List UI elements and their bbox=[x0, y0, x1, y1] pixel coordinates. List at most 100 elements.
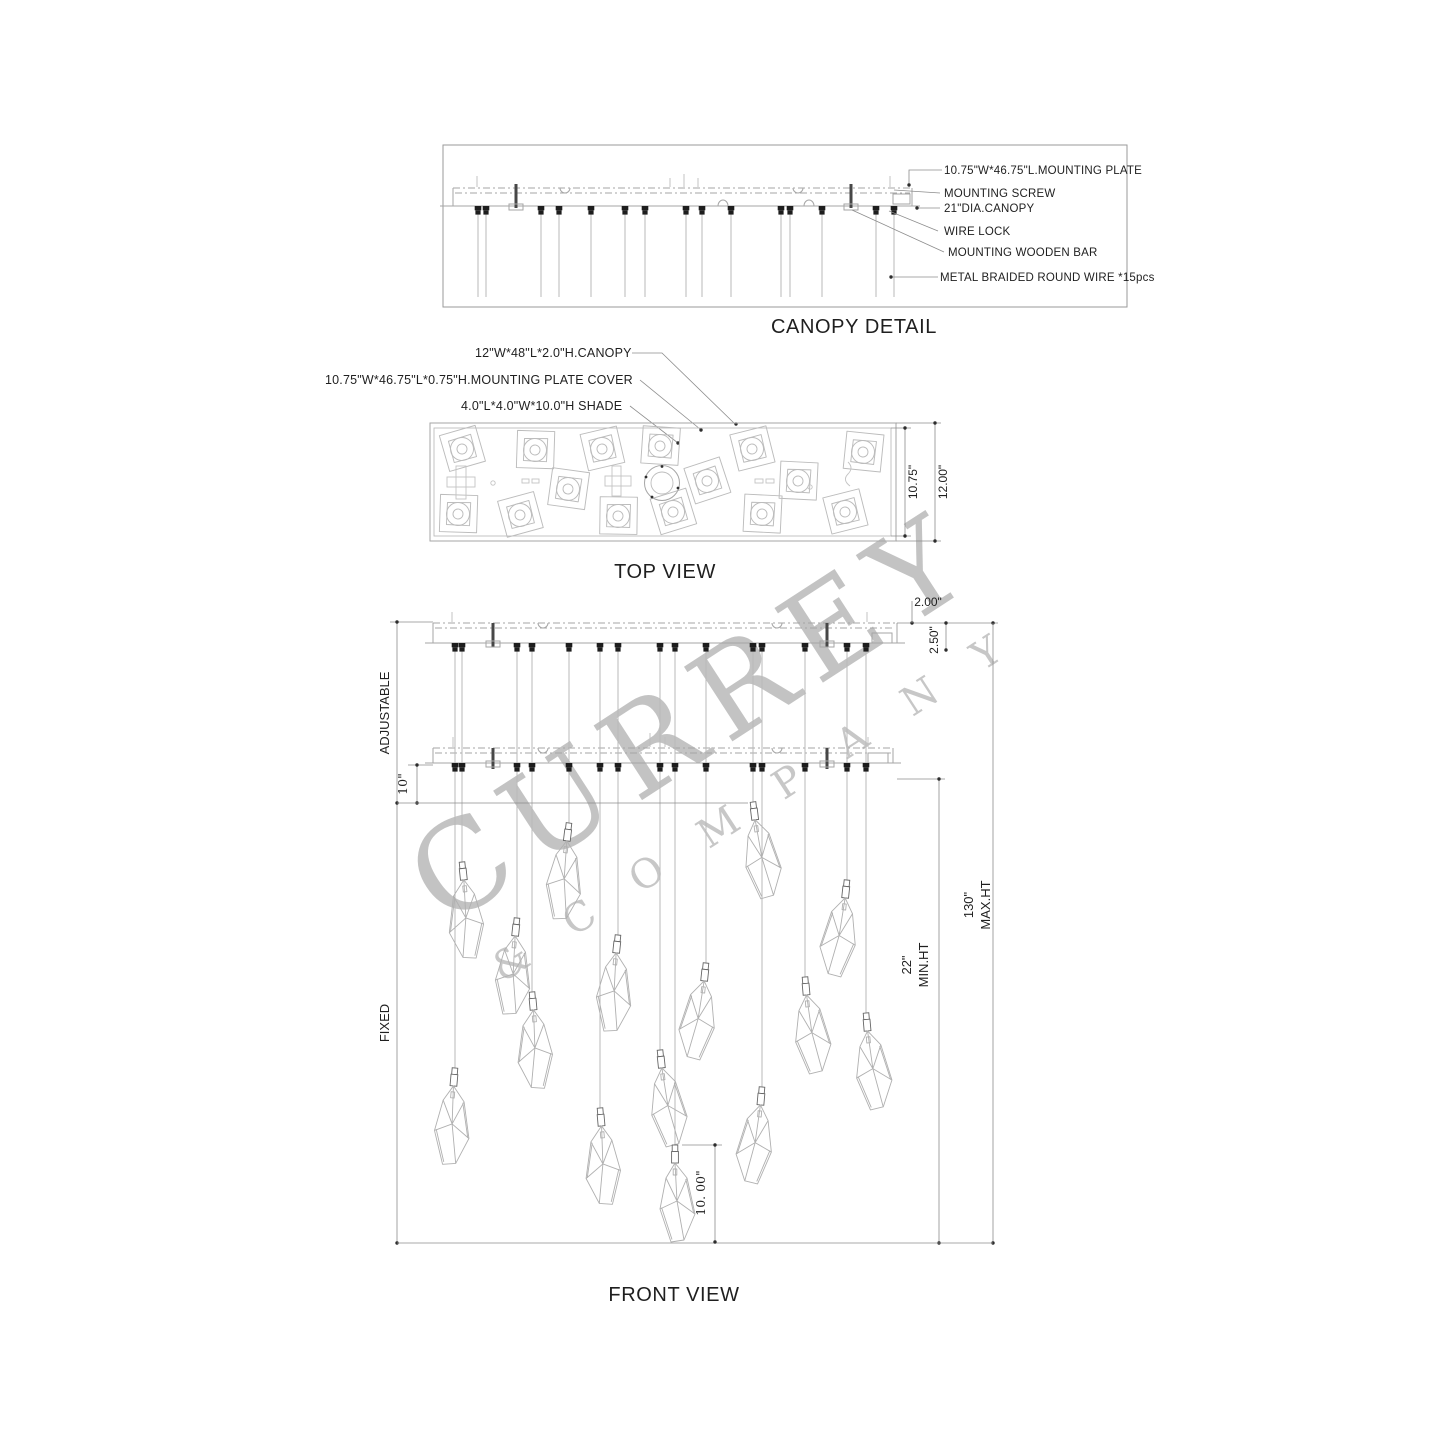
wire-lock-glyph bbox=[587, 206, 595, 211]
pendant-shade bbox=[745, 801, 782, 900]
shade-top-glyph bbox=[842, 430, 885, 473]
wire-lock-glyph bbox=[596, 643, 604, 648]
pendant-facets bbox=[678, 980, 715, 1057]
pendant-edge bbox=[450, 896, 483, 956]
pendant-shade bbox=[494, 917, 531, 1015]
pendant-connector bbox=[612, 940, 622, 954]
wire-lock-glyph bbox=[672, 647, 678, 652]
pendant-edge bbox=[746, 834, 781, 897]
wire-lock-glyph bbox=[843, 643, 851, 648]
pendant-connector bbox=[564, 822, 573, 831]
pendant-shade bbox=[545, 822, 581, 920]
pendant-connector bbox=[841, 885, 851, 899]
canopy-callout-leaders bbox=[851, 169, 945, 279]
pendant-socket bbox=[660, 1073, 666, 1081]
pendant-body bbox=[856, 1030, 893, 1111]
shade-outline bbox=[599, 496, 638, 535]
wire-lock-glyph bbox=[622, 210, 628, 215]
pendant-edge bbox=[652, 1082, 687, 1145]
pendant-connector bbox=[671, 1151, 679, 1164]
shade-socket bbox=[456, 443, 468, 455]
pendant-facets bbox=[546, 840, 581, 919]
wire-lock-glyph bbox=[750, 647, 756, 652]
wire-lock-glyph bbox=[528, 763, 536, 768]
pendant-socket bbox=[804, 1000, 810, 1008]
shade-outline bbox=[438, 424, 486, 472]
wire-lock-glyph bbox=[891, 210, 897, 215]
pendant-socket bbox=[841, 903, 847, 911]
shade-opening bbox=[831, 497, 860, 526]
wire-locks bbox=[474, 206, 898, 215]
pendant-edge bbox=[679, 995, 714, 1058]
wire-lock-glyph bbox=[459, 647, 465, 652]
wire-lock-glyph bbox=[699, 210, 705, 215]
shade-opening bbox=[447, 433, 478, 464]
wire-lock-glyph bbox=[656, 643, 664, 648]
pendant-shade bbox=[517, 991, 553, 1089]
shade-socket bbox=[596, 443, 608, 455]
pendant-body bbox=[494, 935, 531, 1015]
wire-lock-glyph bbox=[513, 763, 521, 768]
dim-min-height-value: 22" bbox=[899, 955, 914, 974]
shade-socket bbox=[452, 508, 464, 520]
wire-lock-glyph bbox=[565, 763, 573, 768]
wire-lock-glyph bbox=[513, 643, 521, 648]
wire-lock-glyph bbox=[672, 767, 678, 772]
wire-lock-glyph bbox=[556, 210, 562, 215]
pendant-socket bbox=[753, 825, 759, 833]
wire-lock-glyph bbox=[596, 763, 604, 768]
pendant-edge bbox=[586, 1142, 620, 1202]
pendant-shade bbox=[595, 934, 632, 1032]
shade-top-glyph bbox=[683, 456, 732, 505]
shade-top-glyph bbox=[742, 493, 783, 534]
shade-top-glyph bbox=[579, 425, 626, 472]
wire-lock-glyph bbox=[452, 647, 458, 652]
wire-lock-glyph bbox=[452, 767, 458, 772]
top-view-dimensions: 10.75" 12.00" bbox=[891, 421, 950, 543]
wire-lock-glyph bbox=[862, 763, 870, 768]
top-view-title: TOP VIEW bbox=[614, 561, 716, 583]
front-view-title: FRONT VIEW bbox=[608, 1284, 739, 1306]
wire-lock-glyph bbox=[703, 647, 709, 652]
wire-lock-glyph bbox=[727, 206, 735, 211]
shade-opening bbox=[692, 465, 723, 496]
callout-mounting-screw: MOUNTING SCREW bbox=[944, 188, 1055, 200]
pendant-facets bbox=[819, 897, 856, 974]
mounting-screw-glyph bbox=[508, 184, 859, 211]
shade-socket bbox=[857, 446, 869, 458]
shade-outline bbox=[497, 491, 544, 538]
pendant-shades bbox=[434, 801, 893, 1243]
pendant-socket bbox=[511, 941, 517, 949]
pendant-facets bbox=[735, 1104, 772, 1181]
label-adjustable: ADJUSTABLE bbox=[377, 671, 392, 754]
pendant-facets bbox=[659, 1162, 696, 1241]
pendant-facets bbox=[517, 1009, 553, 1088]
shade-socket-ring bbox=[740, 437, 764, 461]
pendant-shade bbox=[819, 879, 856, 978]
braided-wires bbox=[477, 214, 895, 297]
pendant-socket bbox=[531, 1015, 537, 1023]
pendant-body bbox=[745, 819, 782, 900]
wire-lock-glyph bbox=[802, 647, 808, 652]
shade-socket-ring bbox=[556, 477, 580, 501]
pendant-edge bbox=[796, 1009, 831, 1072]
canopy-wire-locks bbox=[451, 643, 870, 652]
callout-wire-lock: WIRE LOCK bbox=[944, 226, 1010, 238]
pendant-body bbox=[795, 994, 832, 1075]
pendant-body bbox=[585, 1125, 621, 1205]
dim-canopy-width: 12.00" bbox=[936, 465, 950, 499]
front-view: ADJUSTABLE FIXED 10" 2.00" 2.50" 22" MIN… bbox=[377, 595, 998, 1306]
callout-braided-wire: METAL BRAIDED ROUND WIRE *15pcs bbox=[940, 272, 1155, 284]
dim-max-height-value: 130" bbox=[961, 891, 976, 918]
shade-socket-ring bbox=[446, 502, 470, 526]
wire-lock-glyph bbox=[703, 767, 709, 772]
shade-top-glyph bbox=[640, 425, 681, 466]
wire-lock-glyph bbox=[873, 210, 879, 215]
label-fixed: FIXED bbox=[377, 1004, 392, 1042]
wire-lock-glyph bbox=[529, 647, 535, 652]
shade-outline bbox=[683, 456, 732, 505]
pendant-body bbox=[434, 1085, 470, 1165]
shade-socket bbox=[514, 509, 526, 521]
wire-lock-glyph bbox=[538, 210, 544, 215]
